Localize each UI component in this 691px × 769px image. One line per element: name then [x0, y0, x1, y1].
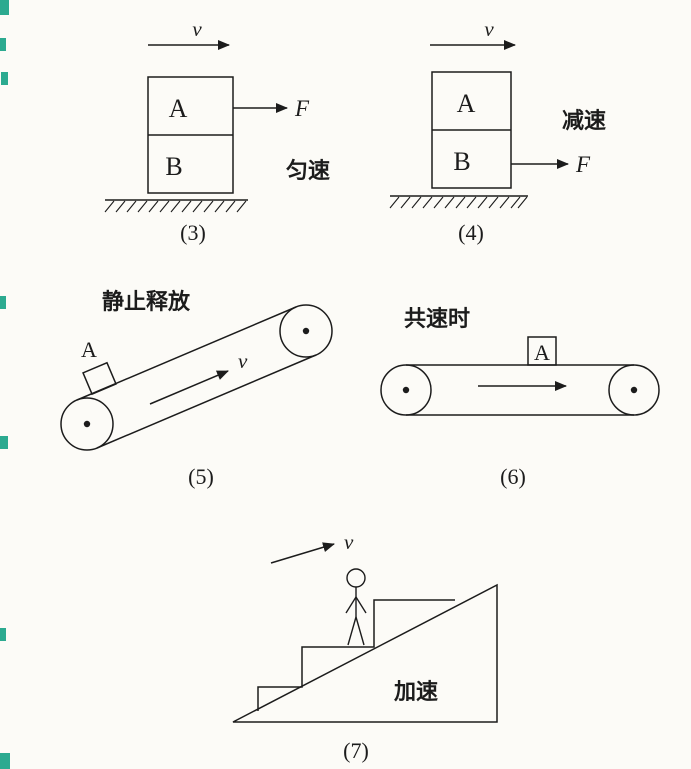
- figure-7-shapes: [232, 542, 498, 723]
- pulley-axle-dot: [402, 386, 410, 394]
- block-a-label: A: [534, 340, 550, 365]
- scan-artifact: [0, 753, 10, 769]
- scan-artifact: [0, 436, 8, 449]
- figure-3-labels: v A B F 匀速 (3): [165, 17, 330, 245]
- velocity-label: v: [238, 349, 248, 373]
- condition-label: 加速: [393, 679, 438, 704]
- figure-caption: (7): [343, 738, 369, 763]
- force-label: F: [575, 152, 591, 177]
- velocity-arrow: [270, 542, 335, 564]
- figure-3-shapes: [104, 40, 288, 213]
- block-a-label: A: [81, 337, 97, 362]
- figure-4-labels: v A B 减速 F (4): [453, 17, 606, 245]
- condition-label: 匀速: [286, 158, 330, 183]
- scan-artifact: [1, 72, 8, 85]
- velocity-label: v: [484, 17, 494, 41]
- figure-6-labels: 共速时 A (6): [404, 306, 550, 489]
- ground-hatching: [389, 196, 528, 209]
- block-a-label: A: [169, 94, 188, 123]
- scan-artifact: [0, 38, 6, 51]
- belt-bottom-edge: [96, 354, 317, 449]
- figure-5-labels: 静止释放 A v (5): [81, 289, 248, 489]
- condition-label: 共速时: [404, 306, 470, 331]
- figure-6-shapes: [380, 336, 660, 416]
- figure-caption: (3): [180, 220, 206, 245]
- block-b-label: B: [165, 152, 182, 181]
- pulley-lower: [60, 397, 114, 451]
- stick-figure-leg-right: [355, 616, 365, 646]
- stick-figure-arm-right: [355, 596, 367, 614]
- scan-artifact: [0, 296, 6, 309]
- pulley-axle-dot: [630, 386, 638, 394]
- block-on-belt: [82, 361, 117, 396]
- ground-hatching: [104, 200, 247, 213]
- condition-label: 减速: [562, 108, 606, 133]
- velocity-label: v: [344, 530, 354, 554]
- staircase: [257, 599, 455, 711]
- incline-triangle: [232, 583, 498, 723]
- block-b-label: B: [453, 147, 470, 176]
- velocity-label: v: [192, 17, 202, 41]
- block-a-outline: [82, 361, 117, 396]
- figure-caption: (4): [458, 220, 484, 245]
- figure-caption: (5): [188, 464, 214, 489]
- figure-5-shapes: [60, 304, 333, 451]
- velocity-arrow: [149, 370, 229, 405]
- condition-label: 静止释放: [102, 289, 191, 314]
- block-a-outline: [527, 336, 557, 366]
- figure-4-shapes: [389, 40, 569, 209]
- pulley-axle-dot: [302, 327, 310, 335]
- stick-figure: [345, 568, 367, 646]
- scan-artifact: [0, 0, 9, 15]
- figure-7-labels: v 加速 (7): [343, 530, 438, 763]
- stick-figure-arm-left: [345, 596, 357, 614]
- pulley-upper: [279, 304, 333, 358]
- force-label: F: [294, 96, 310, 121]
- scan-artifact: [0, 628, 6, 641]
- figure-caption: (6): [500, 464, 526, 489]
- block-a-label: A: [457, 89, 476, 118]
- pulley-axle-dot: [83, 420, 91, 428]
- stick-figure-leg-left: [347, 616, 357, 646]
- stick-figure-head: [346, 568, 366, 588]
